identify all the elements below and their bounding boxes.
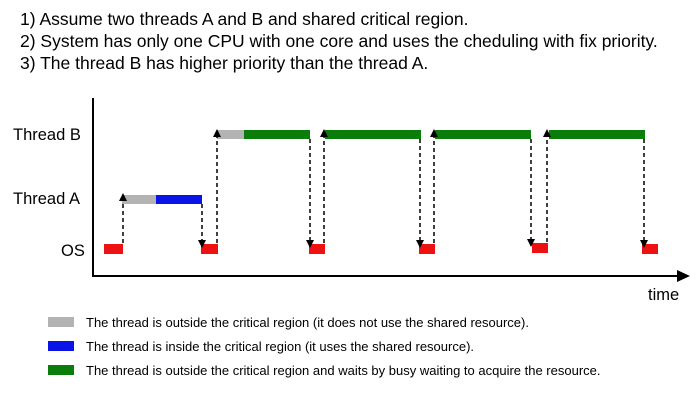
thread-a-inside-segment: [156, 195, 202, 204]
lane-label-thread-b: Thread B: [13, 126, 81, 144]
legend-swatch-inside: [48, 341, 74, 351]
lane-label-os: OS: [61, 242, 85, 260]
legend: The thread is outside the critical regio…: [48, 310, 601, 382]
time-label: time: [648, 286, 679, 304]
legend-label-outside: The thread is outside the critical regio…: [86, 314, 529, 330]
legend-swatch-outside: [48, 317, 74, 327]
time-axis-arrowhead: [677, 270, 690, 282]
legend-label-inside: The thread is inside the critical region…: [86, 338, 475, 354]
thread-b-busy-wait-segment: [325, 130, 421, 139]
os-segment: [642, 244, 658, 254]
assumption-2: 2) System has only one CPU with one core…: [20, 31, 658, 51]
thread-b-outside-segment: [217, 130, 244, 139]
thread-b-busy-wait-segment: [549, 130, 645, 139]
os-segment: [419, 244, 435, 254]
legend-swatch-busy-waiting: [48, 365, 74, 375]
legend-item-inside: The thread is inside the critical region…: [48, 334, 601, 358]
thread-a-outside-segment: [122, 195, 156, 204]
legend-item-busy-waiting: The thread is outside the critical regio…: [48, 358, 601, 382]
os-segment: [104, 244, 123, 254]
thread-b-busy-wait-segment: [435, 130, 531, 139]
assumption-3: 3) The thread B has higher priority than…: [20, 53, 429, 73]
assumptions: 1) Assume two threads A and B and shared…: [20, 8, 658, 74]
legend-item-outside: The thread is outside the critical regio…: [48, 310, 601, 334]
thread-b-busy-wait-segment: [244, 130, 310, 139]
os-segment: [201, 244, 218, 254]
os-segment: [309, 244, 325, 254]
legend-label-busy-waiting: The thread is outside the critical regio…: [86, 362, 601, 378]
lane-label-thread-a: Thread A: [13, 190, 80, 208]
os-segment: [532, 243, 548, 253]
assumption-1: 1) Assume two threads A and B and shared…: [20, 9, 469, 29]
